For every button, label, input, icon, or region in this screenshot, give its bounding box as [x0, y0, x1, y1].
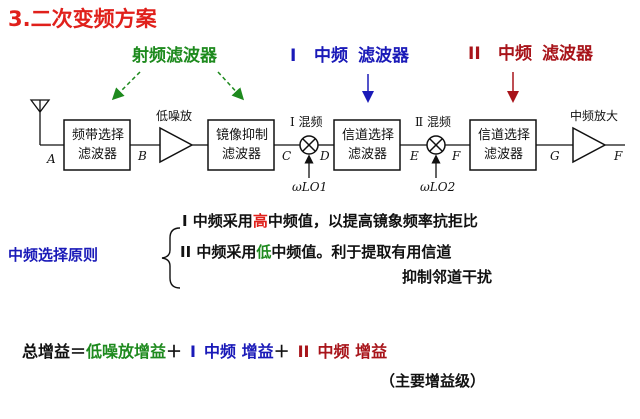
bandpass-line1: 频带选择: [72, 128, 125, 143]
plus-1: ＋: [166, 342, 183, 361]
antenna-icon: [29, 99, 64, 146]
node-c: C: [282, 149, 292, 163]
node-b: B: [138, 149, 147, 163]
rule-1: Ⅰ 中频采用高中频值，以提高镜象频率抗拒比: [182, 214, 478, 229]
rule2-post: 中频值。利于提取有用信道: [271, 243, 452, 261]
node-a: A: [47, 152, 56, 166]
image-reject-filter-block: [207, 119, 275, 171]
lna-label: 低噪放: [156, 109, 193, 123]
plus-2: ＋: [273, 342, 290, 361]
if-amp-label: 中频放大: [570, 109, 619, 123]
if2-roman-gain: ⅠⅠ: [297, 342, 310, 361]
rule-2: ⅠⅠ 中频采用低中频值。利于提取有用信道: [180, 245, 451, 260]
channel-filter-2-block: [469, 119, 537, 171]
channel1-line1: 信道选择: [342, 128, 395, 143]
principle-label: 中频选择原则: [8, 246, 99, 264]
rule2-low: 低: [256, 243, 272, 261]
node-d: D: [320, 149, 330, 163]
channel2-line1: 信道选择: [478, 128, 531, 143]
rf-arrow-right: [217, 71, 245, 101]
if1-header-text: 中频: [314, 46, 348, 66]
gain-note: （主要增益级）: [380, 372, 486, 390]
rf-arrow-left: [111, 71, 141, 101]
if1-filter-header: 滤波器: [358, 46, 409, 66]
if2-filter-header: 滤波器: [542, 44, 593, 64]
principle-brace: [161, 227, 181, 289]
gain-prefix: 总增益＝: [22, 342, 87, 361]
lo1-label: ωLO1: [292, 180, 328, 194]
rf-filter-header: 射频滤波器: [132, 46, 217, 66]
channel1-line2: 滤波器: [348, 147, 388, 162]
rule1-pre: Ⅰ 中频采用: [182, 212, 253, 230]
image-reject-line1: 镜像抑制: [216, 128, 269, 143]
if2-gain: 中频 增益: [317, 342, 388, 361]
rule2-line2: 抑制邻道干扰: [402, 268, 493, 286]
rule1-post: 中频值，以提高镜象频率抗拒比: [267, 212, 478, 230]
mixer1-label: Ⅰ 混频: [290, 115, 323, 129]
image-reject-line2: 滤波器: [222, 147, 262, 162]
node-f2: F: [614, 149, 623, 163]
if1-roman-label: Ⅰ: [290, 46, 297, 66]
channel2-line2: 滤波器: [484, 147, 524, 162]
mixer2-label: Ⅱ 混频: [415, 115, 451, 129]
lo2-label: ωLO2: [420, 180, 456, 194]
if1-roman-gain: Ⅰ: [190, 342, 196, 361]
rule2-pre: ⅠⅠ 中频采用: [180, 243, 257, 261]
if-amp-triangle-icon: [572, 126, 607, 164]
node-g: G: [550, 149, 560, 163]
mixer-1-icon: [299, 135, 319, 155]
rule1-high: 高: [252, 212, 268, 230]
node-e: E: [410, 149, 419, 163]
if2-roman-label: ⅠⅠ: [468, 44, 481, 64]
lna-gain: 低噪放增益: [86, 342, 167, 361]
if2-header-text: 中频: [498, 44, 532, 64]
lna-triangle-icon: [159, 126, 194, 164]
node-f1: F: [452, 149, 461, 163]
mixer-2-icon: [426, 135, 446, 155]
if1-gain: 中频 增益: [204, 342, 274, 361]
page-title: 3.二次变频方案: [8, 7, 157, 31]
bandpass-line2: 滤波器: [78, 147, 118, 162]
